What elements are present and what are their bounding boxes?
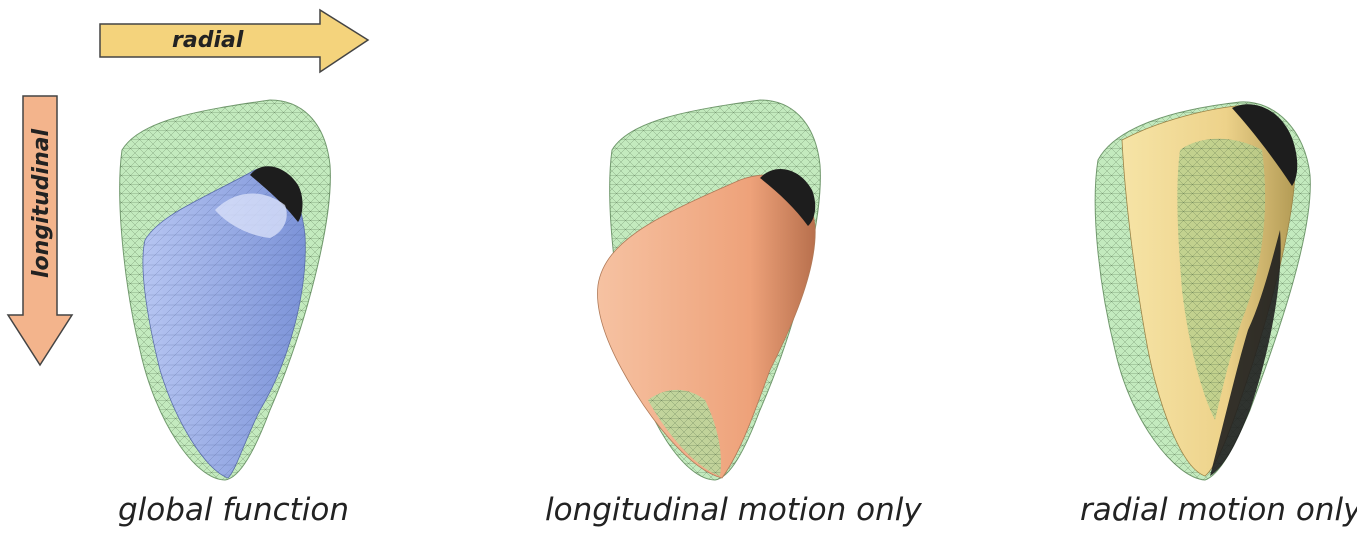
- longitudinal-arrow: longitudinal: [8, 96, 72, 365]
- caption-global-function: global function: [118, 492, 349, 528]
- ventricle-model-global: [120, 100, 331, 480]
- ventricle-model-longitudinal: [597, 100, 820, 480]
- radial-arrow: radial: [100, 10, 368, 72]
- longitudinal-arrow-label: longitudinal: [29, 128, 54, 278]
- radial-arrow-label: radial: [172, 28, 244, 53]
- caption-radial-motion: radial motion only: [1080, 492, 1357, 528]
- caption-longitudinal-motion: longitudinal motion only: [545, 492, 922, 528]
- ventricle-model-radial: [1095, 102, 1310, 480]
